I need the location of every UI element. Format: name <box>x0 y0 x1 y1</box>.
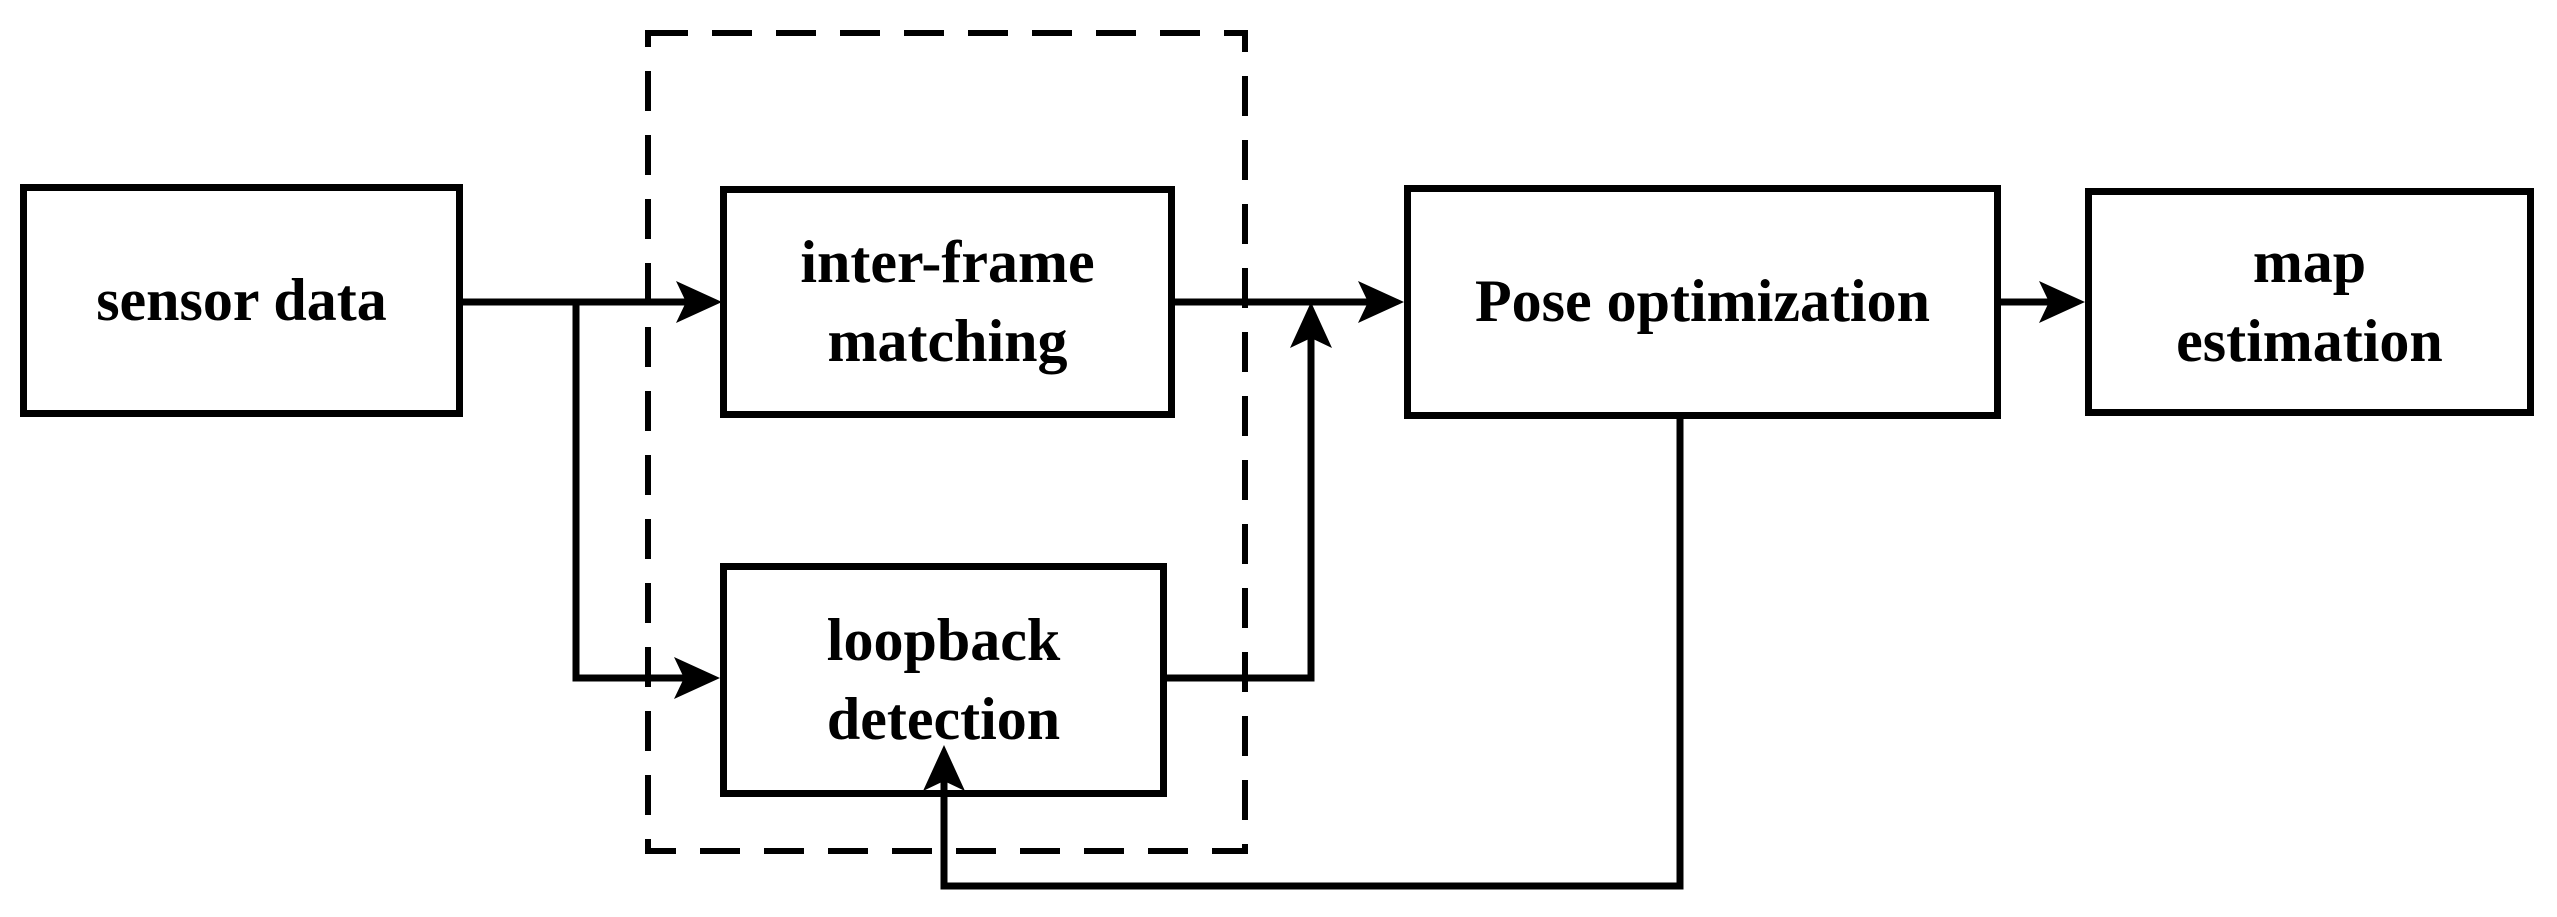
node-map-estimation: map estimation <box>2085 188 2534 416</box>
edge-sensor-branch-to-loopback <box>572 300 690 682</box>
node-label: Pose optimization <box>1475 268 1930 335</box>
node-label: inter-frame <box>800 228 1095 295</box>
edge-loopback-to-pose-junction <box>1167 336 1315 682</box>
arrowhead-into-map <box>2039 281 2085 323</box>
node-label: loopback <box>826 606 1061 673</box>
node-sensor-data: sensor data <box>20 184 463 417</box>
node-label: sensor data <box>96 266 387 333</box>
node-inter-frame-matching: inter-frame matching <box>720 186 1175 418</box>
node-label: estimation <box>2176 308 2443 374</box>
arrowhead-into-loopback <box>674 657 720 699</box>
arrowhead-into-pose <box>1358 281 1404 323</box>
node-label: matching <box>827 308 1068 374</box>
node-loopback-detection: loopback detection <box>720 563 1167 797</box>
node-pose-optimization: Pose optimization <box>1404 185 2001 419</box>
node-label: map <box>2252 228 2367 295</box>
arrowhead-into-interframe <box>676 281 722 323</box>
node-label: detection <box>826 686 1061 752</box>
arrowhead-junction-up <box>1290 302 1332 348</box>
